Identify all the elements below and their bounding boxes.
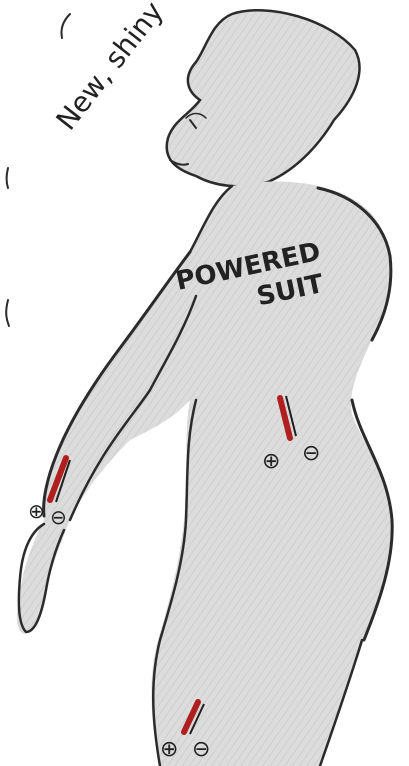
figure-head bbox=[167, 10, 360, 186]
negative-terminal: ⊖ bbox=[302, 441, 320, 466]
caption: New, shiny bbox=[50, 0, 170, 136]
positive-terminal: ⊕ bbox=[28, 499, 45, 523]
positive-terminal: ⊕ bbox=[160, 737, 178, 762]
positive-terminal: ⊕ bbox=[262, 449, 280, 474]
margin-stroke bbox=[6, 300, 9, 326]
caption-tick-mark bbox=[61, 14, 70, 38]
negative-terminal: ⊖ bbox=[192, 737, 210, 762]
margin-marks bbox=[6, 168, 9, 326]
caption-text: New, shiny bbox=[50, 0, 170, 136]
margin-stroke bbox=[7, 168, 9, 188]
negative-terminal: ⊖ bbox=[50, 505, 67, 529]
